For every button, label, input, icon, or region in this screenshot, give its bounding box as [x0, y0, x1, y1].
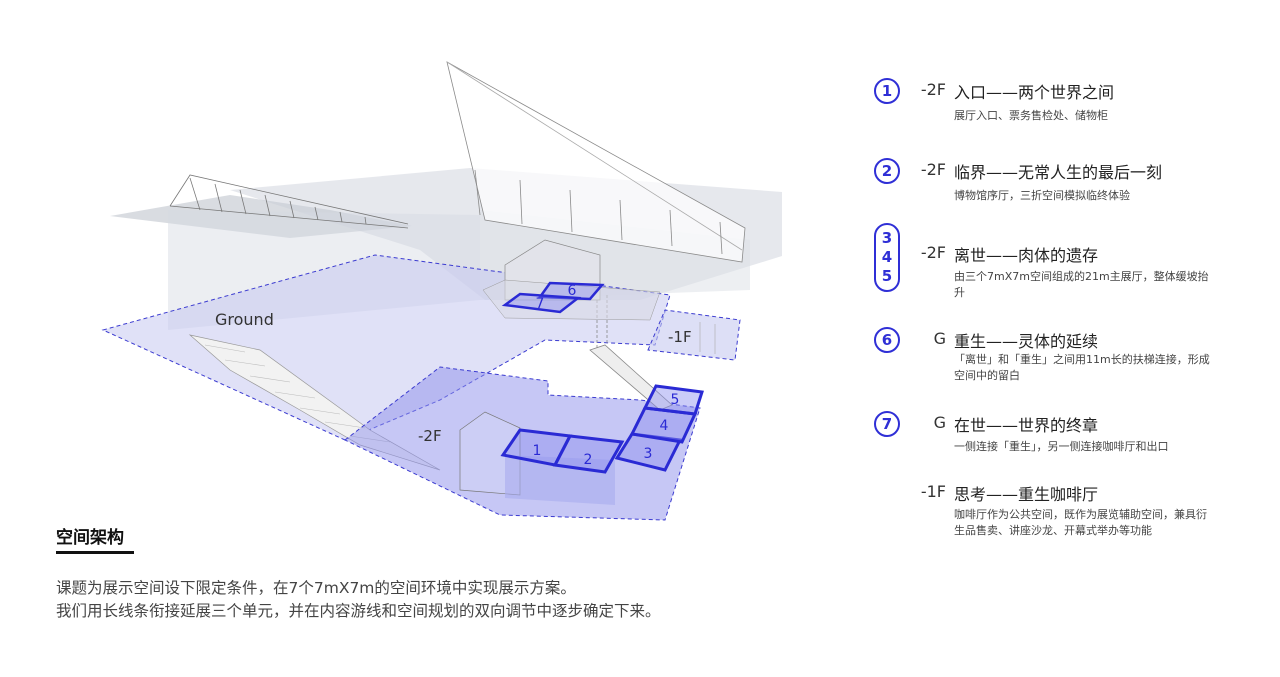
unit-number-4: 4 — [660, 418, 669, 434]
basement-1f-plane — [647, 309, 741, 361]
entry-heading: 思考——重生咖啡厅 — [954, 485, 1099, 504]
entry-description: 由三个7mX7m空间组成的21m主展厅，整体缓坡抬升 — [954, 270, 1209, 299]
entry-heading: 重生——灵体的延续 — [954, 332, 1099, 351]
unit-5 — [642, 384, 704, 416]
label-minus-2f: -2F — [418, 427, 442, 445]
body-text-line-1: 课题为展示空间设下限定条件，在7个7mX7m的空间环境中实现展示方案。 — [56, 579, 576, 597]
label-minus-1f: -1F — [668, 328, 692, 346]
number-badge-6: 6 — [874, 327, 900, 353]
unit-number-6: 6 — [568, 283, 577, 299]
section-title: 空间架构 — [56, 528, 124, 548]
unit-number-3: 3 — [644, 446, 653, 462]
entry-heading: 在世——世界的终章 — [954, 416, 1099, 435]
truss-right — [446, 61, 746, 263]
floor-label: -2F — [920, 160, 946, 179]
number-badge-345: 3 4 5 — [874, 223, 900, 292]
unit-3 — [614, 432, 683, 472]
truss-left — [169, 174, 409, 229]
section-title-underline — [56, 551, 134, 554]
house-volume — [459, 411, 615, 505]
floor-label: -1F — [920, 482, 946, 501]
body-text-line-2: 我们用长线条衔接延展三个单元，并在内容游线和空间规划的双向调节中逐步确定下来。 — [56, 602, 661, 620]
unit-7 — [501, 292, 582, 314]
entry-heading: 离世——肉体的遗存 — [954, 246, 1099, 265]
label-ground: Ground — [215, 310, 274, 329]
unit-boxes — [500, 281, 704, 474]
floor-label: -2F — [920, 243, 946, 262]
entry-description: 博物馆序厅，三折空间模拟临终体验 — [954, 189, 1130, 202]
unit-number-7: 7 — [536, 296, 545, 312]
unit-number-2: 2 — [584, 452, 593, 468]
entry-heading: 入口——两个世界之间 — [954, 83, 1115, 102]
entry-description: 展厅入口、票务售检处、储物柜 — [954, 109, 1108, 122]
entry-description: 「离世」和「重生」之间用11m长的扶梯连接，形成空间中的留白 — [954, 353, 1210, 382]
entry-heading: 临界——无常人生的最后一刻 — [954, 163, 1163, 182]
entry-description: 咖啡厅作为公共空间，既作为展览辅助空间，兼具衍生品售卖、讲座沙龙、开幕式举办等功… — [954, 508, 1207, 537]
number-badge-7: 7 — [874, 411, 900, 437]
floor-label: G — [933, 329, 946, 348]
unit-number-1: 1 — [533, 443, 542, 459]
number-badge-2: 2 — [874, 158, 900, 184]
unit-2 — [552, 434, 625, 474]
architecture-axonometric-diagram: 1 2 3 4 5 6 7 Ground -2F -1F — [101, 61, 782, 521]
floor-label: G — [933, 413, 946, 432]
entry-description: 一侧连接「重生」，另一侧连接咖啡厅和出口 — [954, 440, 1169, 453]
roof-plane-left — [110, 195, 412, 238]
floor-label: -2F — [920, 80, 946, 99]
unit-number-5: 5 — [671, 392, 680, 408]
number-badge-1: 1 — [874, 78, 900, 104]
